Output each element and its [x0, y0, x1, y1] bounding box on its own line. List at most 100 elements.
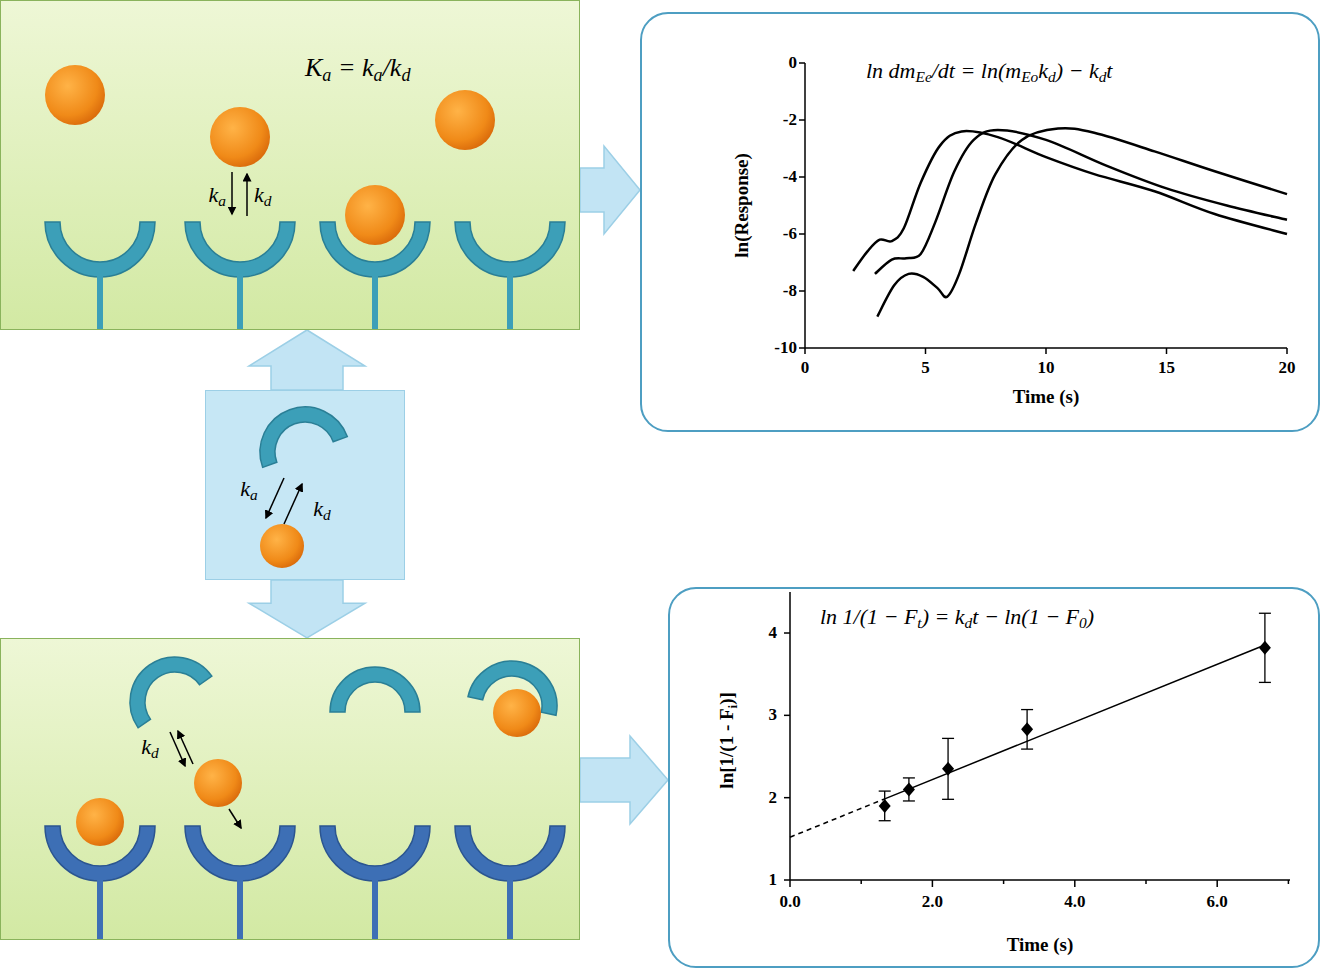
data-point	[1021, 722, 1033, 736]
rate-label: ka	[209, 182, 226, 211]
subscript: a	[374, 65, 383, 85]
rate-label: kd	[254, 182, 271, 211]
block-arrow	[580, 146, 640, 234]
axis-title: ln[1/(1 - Fi)]	[716, 692, 741, 789]
tick-mark	[1145, 880, 1147, 884]
tick-mark	[1166, 348, 1168, 354]
tick-label: 20	[1279, 358, 1296, 378]
block-arrow	[249, 330, 365, 390]
rate-label: kd	[141, 734, 158, 763]
tick-label: 6.0	[1207, 892, 1228, 912]
rate-label: kd	[313, 496, 330, 525]
tick-label: 4.0	[1064, 892, 1085, 912]
data-point	[1259, 641, 1271, 655]
receptor	[45, 222, 155, 330]
axis-title: Time (s)	[1007, 934, 1074, 957]
rate-label: ka	[240, 476, 257, 505]
tick-label: 0	[801, 358, 810, 378]
receptor	[455, 826, 565, 940]
binding-panel: Ka = ka/kd kakd	[0, 0, 580, 330]
analyte	[260, 524, 304, 568]
tick-label: -6	[783, 224, 797, 244]
tick-label: 3	[769, 705, 778, 725]
analyte	[76, 798, 124, 846]
tick-mark	[932, 880, 934, 887]
data-point	[942, 762, 954, 776]
exchange-ground	[205, 390, 405, 580]
data-point	[903, 782, 915, 796]
response-curve	[877, 128, 1287, 316]
subscript: d	[965, 614, 973, 631]
block-arrow	[249, 580, 365, 638]
tick-label: 4	[769, 623, 778, 643]
panel-ground	[0, 0, 580, 330]
tick-label: 10	[1038, 358, 1055, 378]
subscript: d	[401, 65, 410, 85]
equation: Ka = ka/kd	[305, 52, 410, 87]
tick-label: -4	[783, 167, 797, 187]
tick-mark	[1286, 348, 1288, 354]
error-cap	[903, 777, 915, 778]
error-cap	[1259, 613, 1271, 614]
rate-arrow	[284, 484, 302, 524]
analyte	[493, 689, 541, 737]
analyte	[345, 185, 405, 245]
tick-mark	[860, 880, 862, 884]
tick-mark	[925, 348, 927, 354]
tick-mark	[799, 62, 805, 64]
receptor	[455, 222, 565, 330]
subscript: a	[250, 486, 258, 503]
receptor-group	[45, 222, 565, 330]
receptor	[185, 826, 295, 940]
tick-mark	[1288, 880, 1290, 884]
error-cap	[942, 738, 954, 739]
error-cap	[1259, 682, 1271, 683]
axis-title: Time (s)	[1013, 386, 1080, 409]
analyte-group	[45, 65, 495, 245]
tick-label: 15	[1158, 358, 1175, 378]
tick-label: 2	[769, 788, 778, 808]
rate-arrow	[178, 731, 193, 764]
analyte	[45, 65, 105, 125]
tick-label: -10	[774, 338, 797, 358]
rate-arrow	[231, 172, 233, 214]
tick-mark	[784, 632, 790, 634]
tick-mark	[784, 715, 790, 717]
subscript: d	[264, 192, 272, 209]
analyte	[435, 90, 495, 150]
chart-axes	[799, 63, 1287, 354]
fit-line	[885, 645, 1265, 799]
tick-mark	[1045, 348, 1047, 354]
tick-label: -2	[783, 110, 797, 130]
tick-mark	[799, 176, 805, 178]
subscript: d	[323, 506, 331, 523]
subscript: Eo	[1021, 68, 1038, 85]
error-cap	[1021, 748, 1033, 749]
subscript: i	[724, 704, 739, 708]
error-cap	[903, 800, 915, 801]
tick-mark	[784, 797, 790, 799]
analyte	[210, 107, 270, 167]
tick-label: 2.0	[922, 892, 943, 912]
tick-mark	[799, 290, 805, 292]
response-curve	[875, 130, 1287, 274]
subscript: a	[322, 65, 331, 85]
fit-extrapolation	[790, 799, 885, 837]
binding-arrow	[229, 809, 241, 828]
subscript: Ee	[916, 68, 932, 85]
equation: ln 1/(1 − Ft) = kdt − ln(1 − F0)	[820, 604, 1094, 633]
response-curves	[853, 128, 1287, 316]
data-point	[879, 799, 891, 813]
tick-mark	[799, 347, 805, 349]
tick-mark	[1074, 880, 1076, 887]
error-cap	[879, 790, 891, 791]
tick-label: 0	[789, 53, 798, 73]
panel-ground	[0, 638, 580, 940]
free-receptor	[330, 667, 420, 712]
free-receptor	[247, 394, 347, 467]
free-receptor	[112, 639, 212, 727]
response-curve	[853, 131, 1287, 271]
axis-title: ln(Response)	[731, 153, 754, 258]
tick-mark	[799, 233, 805, 235]
